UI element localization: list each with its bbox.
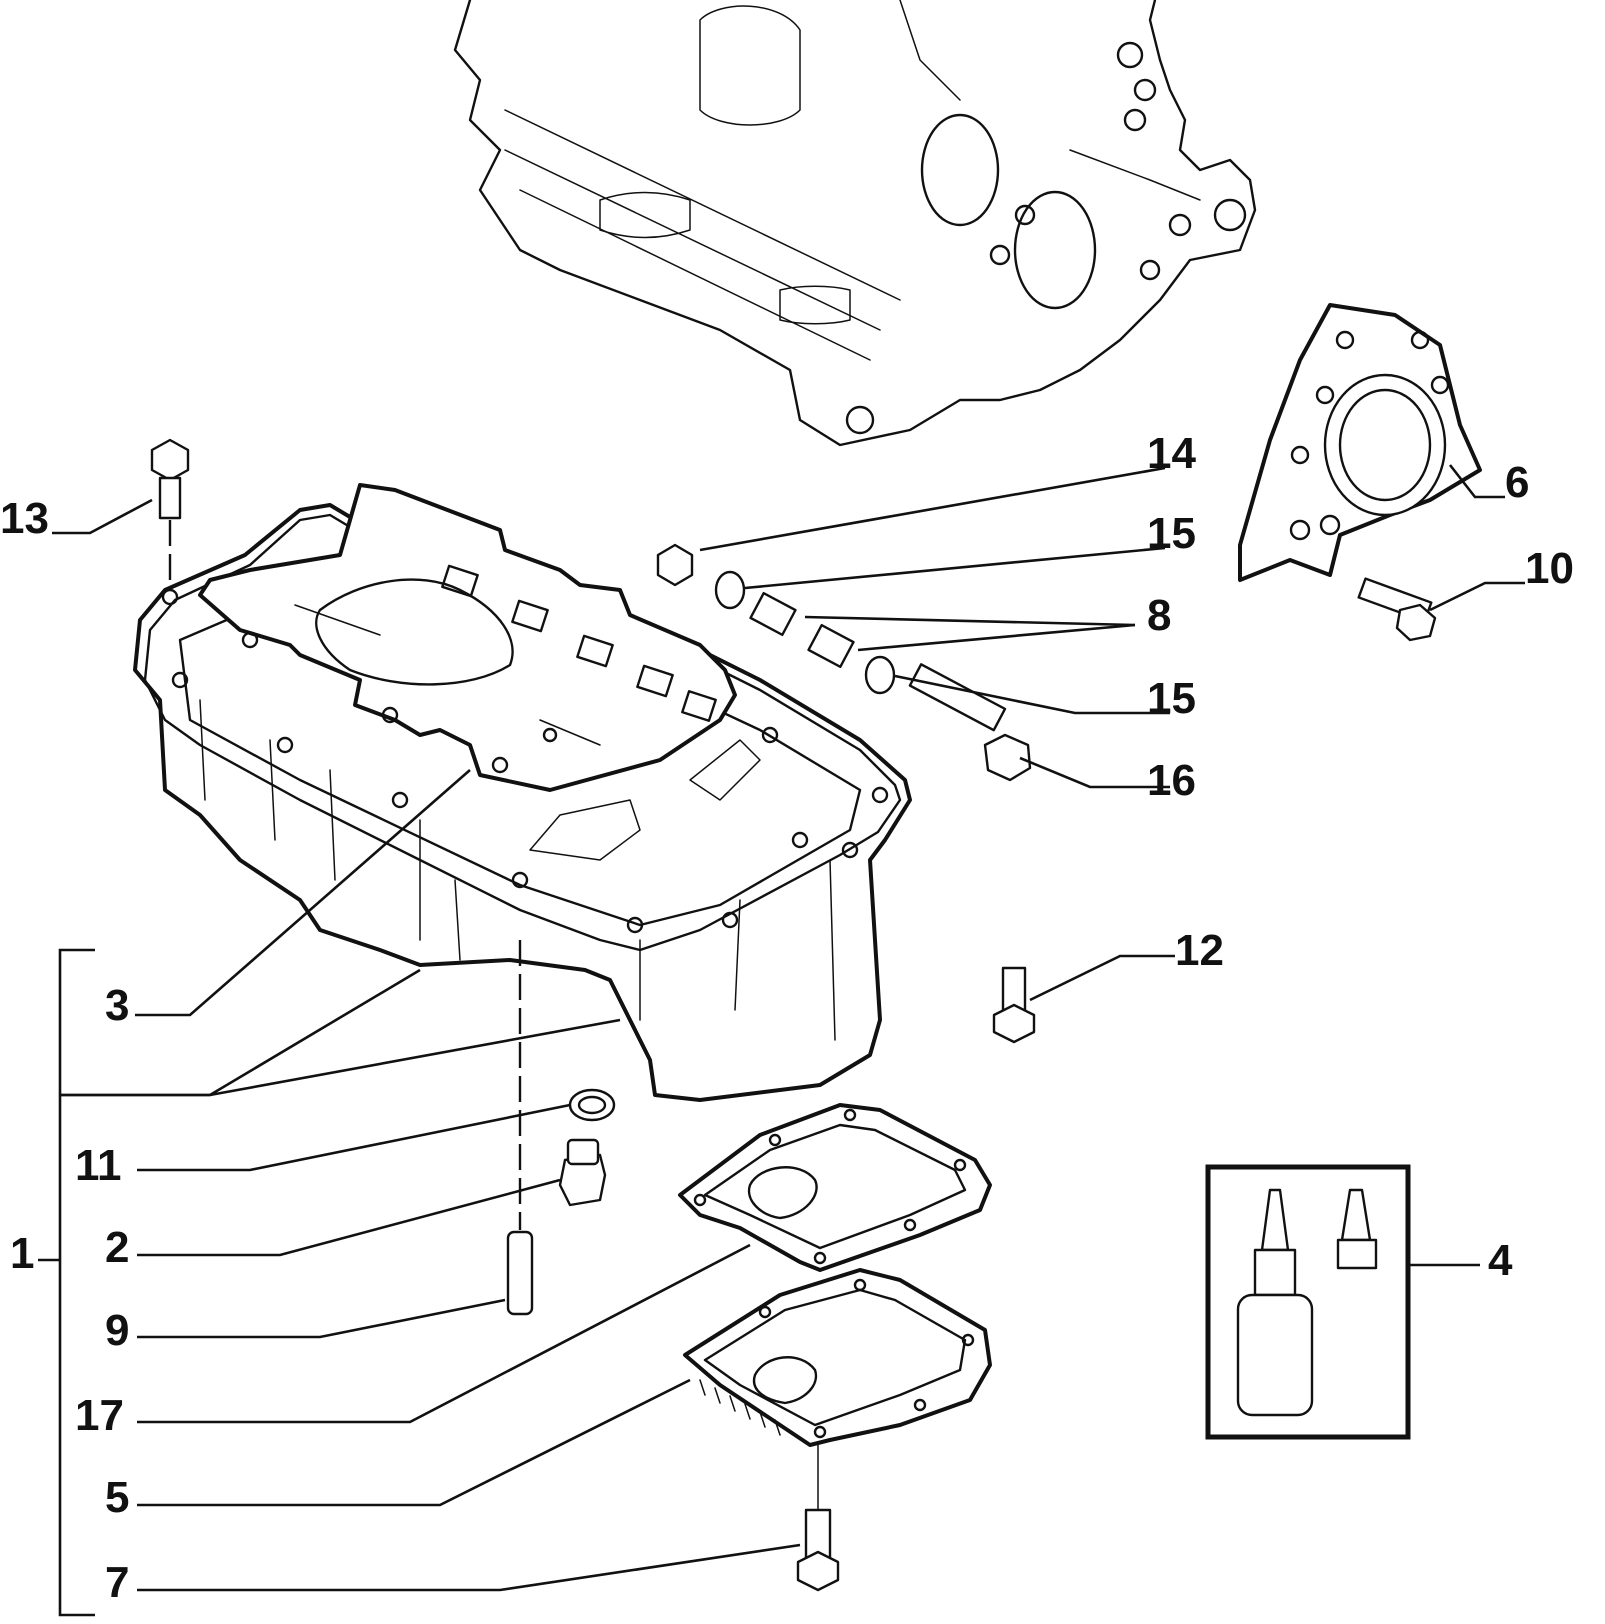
bolt-part-12 <box>992 966 1036 1044</box>
spacer-part-8b <box>807 623 855 669</box>
callout-7: 7 <box>105 1558 129 1607</box>
callout-14: 14 <box>1147 429 1196 478</box>
callout-9: 9 <box>105 1306 129 1355</box>
callout-15-lower: 15 <box>1147 674 1196 723</box>
stud-washer-nut-assembly <box>656 543 1032 782</box>
bolt-part-7 <box>796 1508 840 1592</box>
callout-12: 12 <box>1175 926 1224 975</box>
callout-2: 2 <box>105 1223 129 1272</box>
callout-3: 3 <box>105 981 129 1030</box>
callout-15-upper: 15 <box>1147 509 1196 558</box>
callout-11: 11 <box>75 1141 122 1190</box>
callout-labels: 13 14 15 8 15 16 6 10 12 3 11 2 1 9 17 5… <box>0 429 1574 1607</box>
bolt-part-16 <box>908 663 1032 782</box>
callout-5: 5 <box>105 1473 129 1522</box>
callout-16: 16 <box>1147 756 1196 805</box>
sealant-kit-part-4 <box>1205 1164 1411 1440</box>
rear-seal-carrier-part-6 <box>1238 303 1482 582</box>
engine-block-drawing <box>453 0 1257 447</box>
washer-part-15a <box>714 570 746 610</box>
baffle-plate-part-3 <box>198 483 737 792</box>
bolt-part-13 <box>150 438 190 590</box>
callout-8: 8 <box>1147 591 1171 640</box>
drain-plug-part-2 <box>558 1138 607 1207</box>
leader-lines <box>38 464 1525 1617</box>
lower-sump-part-5 <box>683 1268 992 1511</box>
nut-part-14 <box>656 543 694 587</box>
drain-seal-part-11 <box>568 1088 616 1122</box>
callout-13: 13 <box>0 494 49 543</box>
spacer-part-8a <box>749 591 797 637</box>
callout-1: 1 <box>10 1229 34 1278</box>
bolt-part-10 <box>1357 577 1437 642</box>
washer-part-15b <box>864 655 896 695</box>
callout-4: 4 <box>1488 1236 1513 1285</box>
stud-part-9 <box>506 940 534 1316</box>
callout-10: 10 <box>1525 544 1574 593</box>
callout-6: 6 <box>1505 458 1529 507</box>
callout-17: 17 <box>75 1391 124 1440</box>
gasket-part-17 <box>678 1103 992 1272</box>
